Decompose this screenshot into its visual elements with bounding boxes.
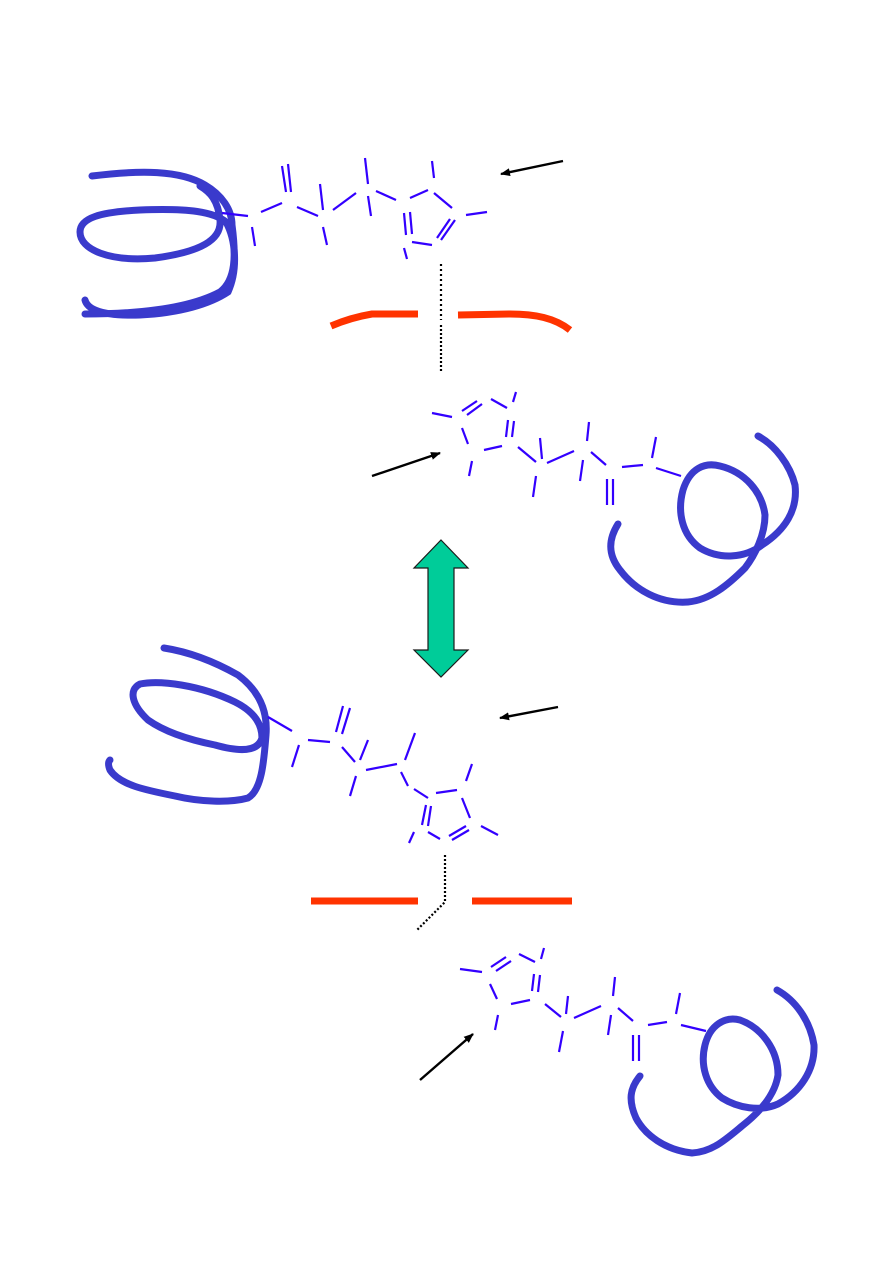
- pointer-arrow-bottom-right-molecule: [419, 1033, 474, 1081]
- chromophore-bottom-right: [459, 947, 707, 1061]
- protein-coil-top-right: [607, 432, 799, 606]
- protein-coil-bottom-left: [105, 644, 270, 805]
- chromophore-top-left: [221, 157, 488, 260]
- bottom-panel: [105, 644, 818, 1157]
- protein-coil-top-left: [76, 172, 235, 315]
- double-headed-arrow-icon: [412, 539, 470, 678]
- pointer-arrow-top-right-molecule: [371, 451, 441, 478]
- membrane-curved: [329, 310, 573, 333]
- top-panel: [76, 157, 799, 606]
- pointer-arrow-top-left-molecule: [500, 159, 564, 177]
- hbond-bottom: [416, 855, 447, 931]
- protein-coil-bottom-right: [627, 986, 818, 1157]
- chromophore-top-right: [431, 391, 682, 505]
- chromophore-bottom-left: [267, 705, 499, 844]
- pointer-arrow-bottom-left-molecule: [499, 705, 559, 721]
